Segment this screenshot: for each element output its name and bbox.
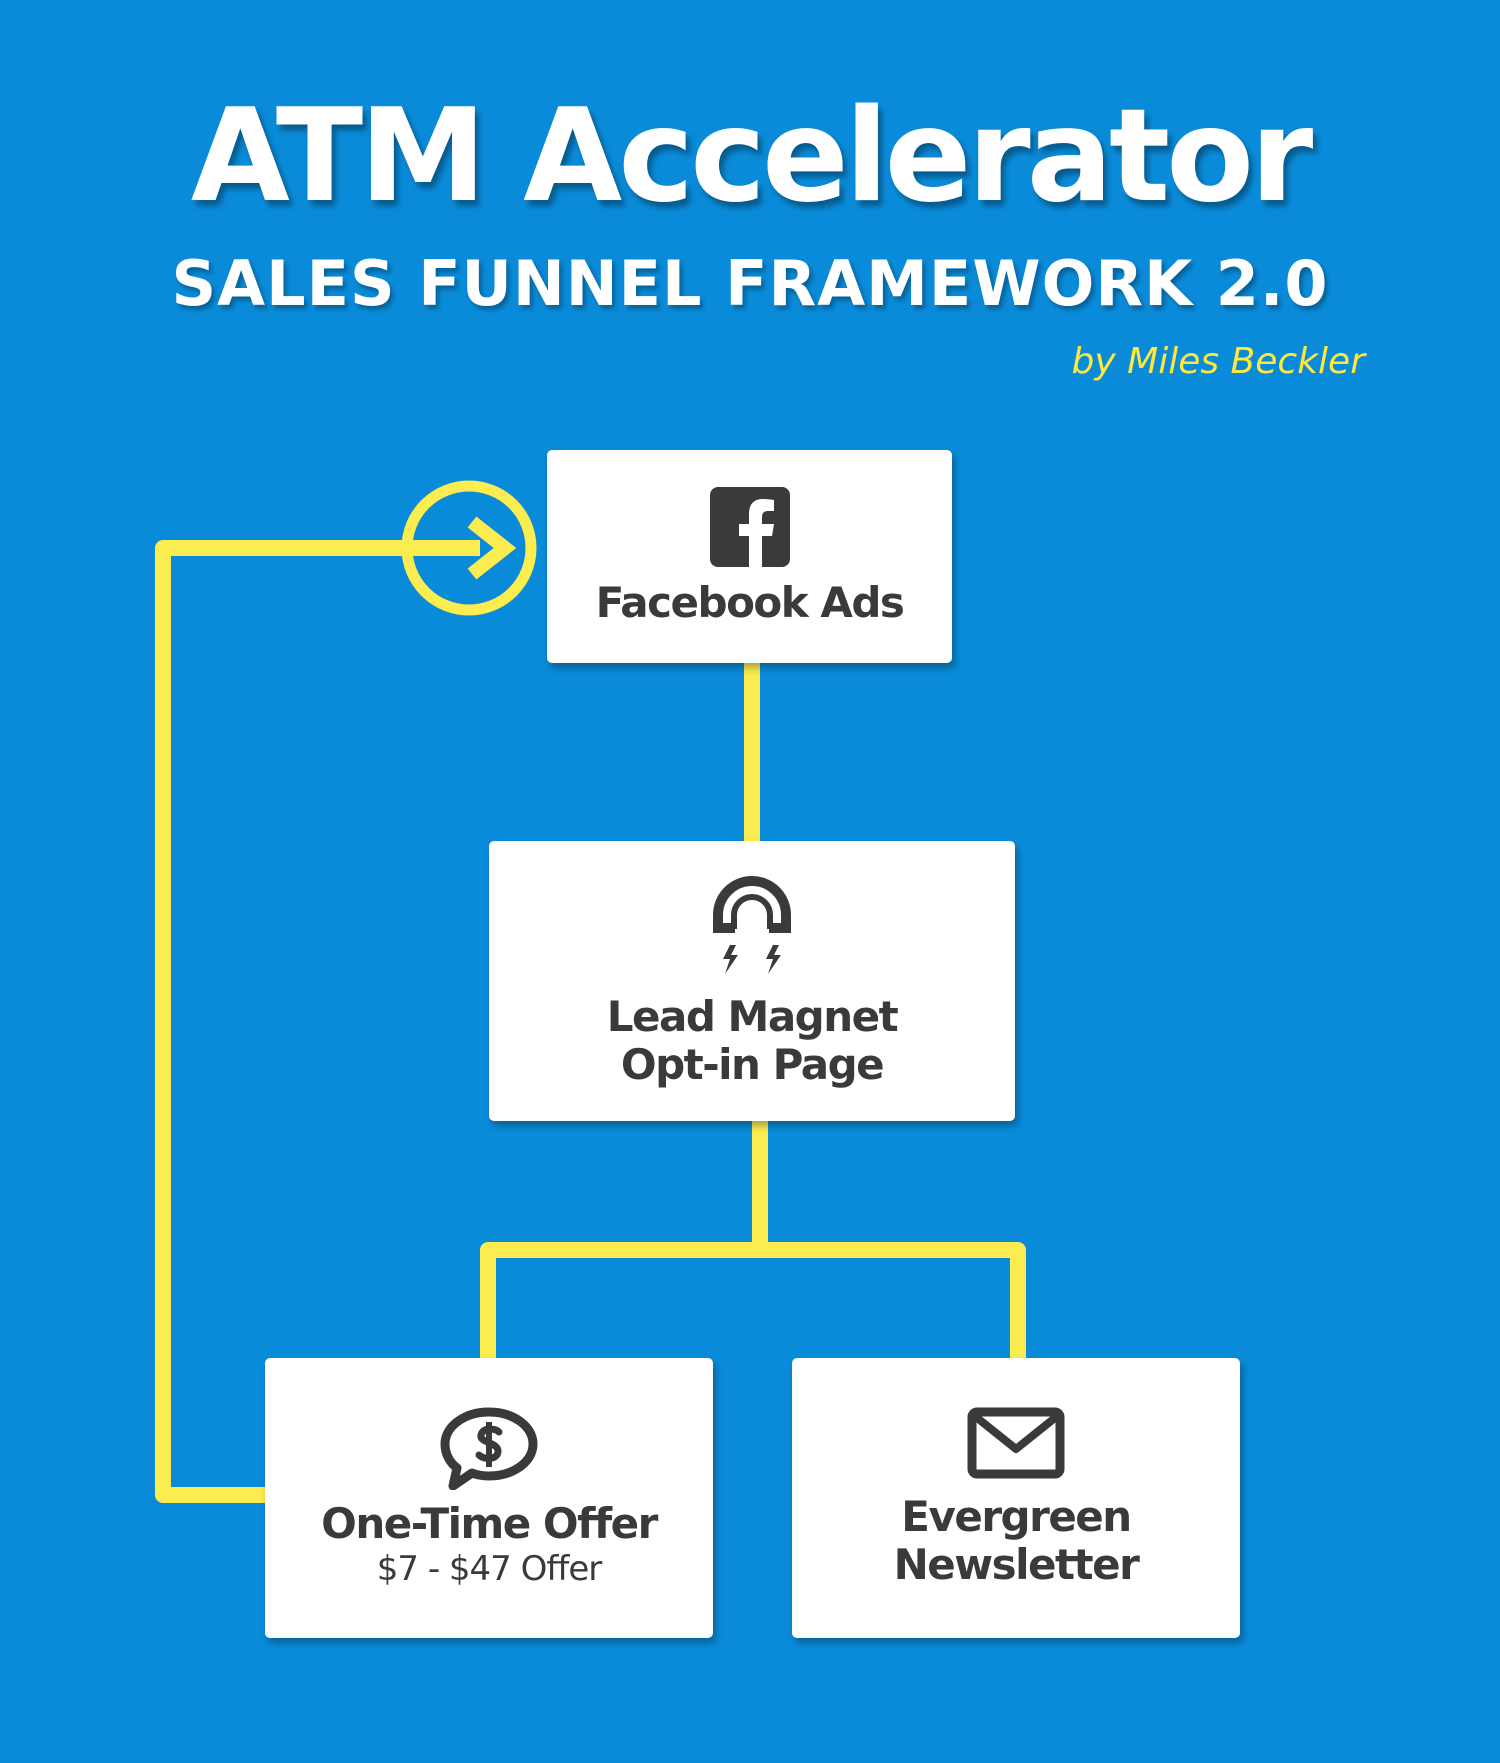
node-label: Facebook Ads <box>595 577 905 627</box>
dollar-speech-bubble-icon <box>440 1407 538 1490</box>
facebook-icon <box>709 486 790 567</box>
node-facebook-ads: Facebook Ads <box>547 450 952 663</box>
node-one-time-offer: One-Time Offer $7 - $47 Offer <box>265 1358 713 1638</box>
page-title: ATM Accelerator <box>190 82 1313 231</box>
author-byline: by Miles Beckler <box>1071 341 1365 382</box>
node-lead-magnet: Lead Magnet Opt-in Page <box>489 841 1015 1121</box>
envelope-icon <box>967 1407 1065 1479</box>
loop-arrow-circle <box>401 480 537 616</box>
node-sublabel: $7 - $47 Offer <box>376 1549 602 1589</box>
page-subtitle: SALES FUNNEL FRAMEWORK 2.0 <box>171 247 1329 320</box>
edge-offer-loop-back <box>155 540 480 1503</box>
node-label-line2: Opt-in Page <box>620 1040 885 1089</box>
node-label: One-Time Offer <box>321 1499 658 1548</box>
loop-arrowhead <box>467 516 517 580</box>
node-label-line1: Evergreen <box>901 1492 1132 1541</box>
edge-branch-to-offers <box>480 1242 1026 1358</box>
magnet-icon <box>713 876 791 974</box>
node-label-line1: Lead Magnet <box>606 992 899 1041</box>
node-evergreen-newsletter: Evergreen Newsletter <box>792 1358 1240 1638</box>
node-label-line2: Newsletter <box>893 1540 1140 1589</box>
